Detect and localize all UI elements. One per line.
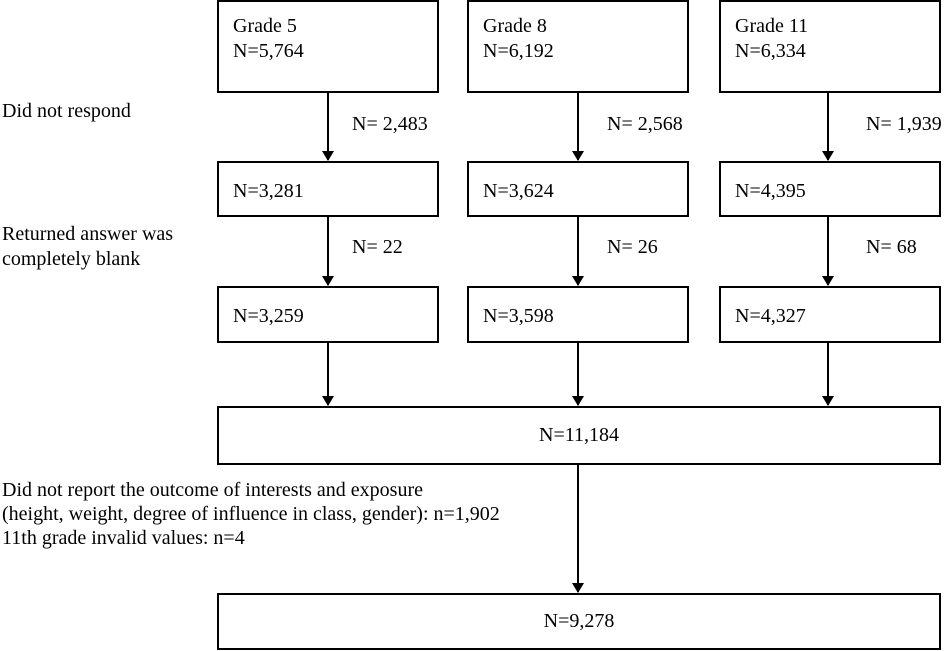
final-box: N=9,278	[217, 593, 941, 650]
grade5-label: Grade 5	[233, 15, 297, 37]
grade11-responded-box: N=4,395	[719, 161, 941, 217]
grade11-box: Grade 11 N=6,334	[719, 0, 941, 93]
grade11-valid: N=4,327	[735, 305, 806, 327]
side-label-blank-1: Returned answer was	[2, 223, 174, 245]
side-label-blank-2: completely blank	[2, 248, 141, 270]
grade11-responded: N=4,395	[735, 180, 806, 202]
combined-box: N=11,184	[217, 406, 941, 465]
grade8-blank: N= 26	[607, 236, 658, 258]
grade5-responded-box: N=3,281	[217, 161, 439, 217]
grade11-label: Grade 11	[735, 15, 809, 37]
side-label-excluded-3: 11th grade invalid values: n=4	[2, 527, 245, 549]
grade8-responded: N=3,624	[483, 180, 554, 202]
grade11-blank: N= 68	[866, 236, 917, 258]
grade11-valid-box: N=4,327	[719, 286, 941, 343]
grade8-valid: N=3,598	[483, 305, 554, 327]
grade11-did-not-respond: N= 1,939	[866, 113, 942, 135]
grade8-total: N=6,192	[483, 40, 554, 62]
grade5-valid: N=3,259	[233, 305, 304, 327]
side-label-did-not-respond: Did not respond	[2, 100, 131, 122]
grade11-total: N=6,334	[735, 40, 806, 62]
grade8-label: Grade 8	[483, 15, 547, 37]
side-label-excluded-2: (height, weight, degree of influence in …	[2, 503, 500, 525]
grade5-responded: N=3,281	[233, 180, 304, 202]
combined-total: N=11,184	[539, 424, 619, 446]
grade5-did-not-respond: N= 2,483	[352, 113, 428, 135]
grade5-blank: N= 22	[352, 236, 403, 258]
grade5-valid-box: N=3,259	[217, 286, 439, 343]
grade5-total: N=5,764	[233, 40, 304, 62]
grade8-responded-box: N=3,624	[467, 161, 689, 217]
grade8-did-not-respond: N= 2,568	[607, 113, 683, 135]
grade8-valid-box: N=3,598	[467, 286, 689, 343]
final-total: N=9,278	[543, 610, 615, 632]
grade8-box: Grade 8 N=6,192	[467, 0, 689, 93]
grade5-box: Grade 5 N=5,764	[217, 0, 439, 93]
side-label-excluded-1: Did not report the outcome of interests …	[2, 479, 423, 501]
